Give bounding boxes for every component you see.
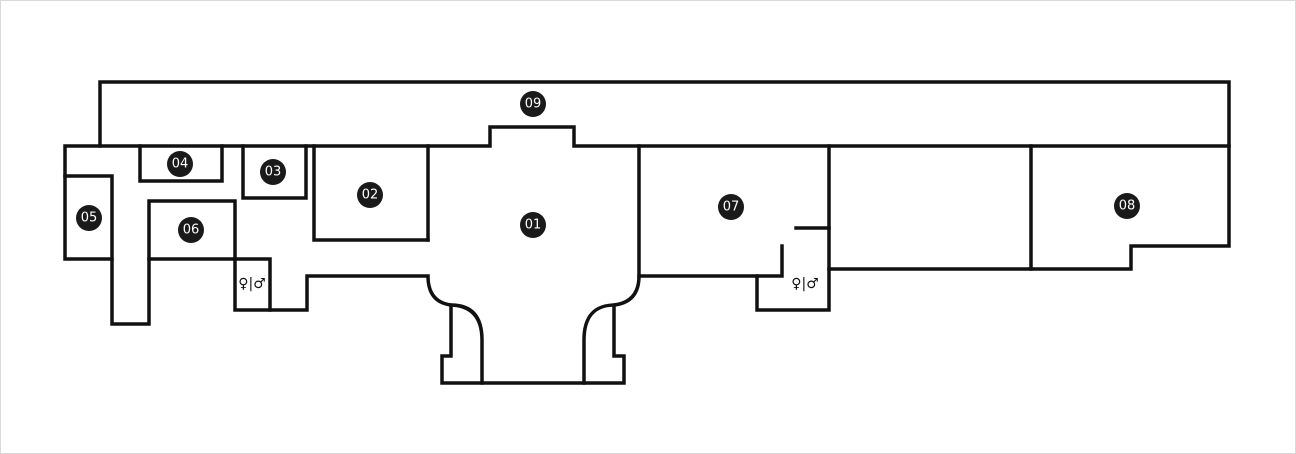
room-marker-07[interactable]: 07 (718, 194, 744, 220)
svg-text:♀|♂: ♀|♂ (238, 276, 266, 292)
room-marker-09[interactable]: 09 (520, 91, 546, 117)
room-03-walls (241, 144, 308, 200)
svg-text:♀|♂: ♀|♂ (791, 276, 819, 292)
room-02-walls (312, 144, 430, 242)
room-label-02: 02 (362, 188, 379, 203)
room-label-03: 03 (265, 165, 282, 180)
room-marker-06[interactable]: 06 (178, 217, 204, 243)
room-label-04: 04 (172, 157, 189, 172)
entrance-right-wall (582, 303, 616, 385)
restroom-icon: ♀|♂ (238, 276, 266, 292)
restroom-icon: ♀|♂ (791, 276, 819, 292)
room-04-walls (138, 144, 224, 183)
room-label-06: 06 (183, 223, 200, 238)
room-05-walls (63, 174, 114, 261)
room-marker-08[interactable]: 08 (1114, 193, 1140, 219)
building-outline (63, 80, 1231, 385)
room-label-09: 09 (525, 97, 542, 112)
room-marker-05[interactable]: 05 (76, 205, 102, 231)
room-marker-04[interactable]: 04 (167, 151, 193, 177)
entrance-left-wall (449, 303, 484, 385)
room-marker-03[interactable]: 03 (260, 159, 286, 185)
room-label-05: 05 (81, 211, 98, 226)
room-label-07: 07 (723, 200, 740, 215)
restroom-left-walls (233, 257, 272, 312)
room-06-walls (147, 199, 237, 261)
room-marker-02[interactable]: 02 (357, 182, 383, 208)
room-label-01: 01 (525, 218, 542, 233)
room-07-walls (755, 244, 784, 278)
corridor-wall (98, 125, 1231, 148)
room-label-08: 08 (1119, 199, 1136, 214)
room-marker-01[interactable]: 01 (520, 212, 546, 238)
